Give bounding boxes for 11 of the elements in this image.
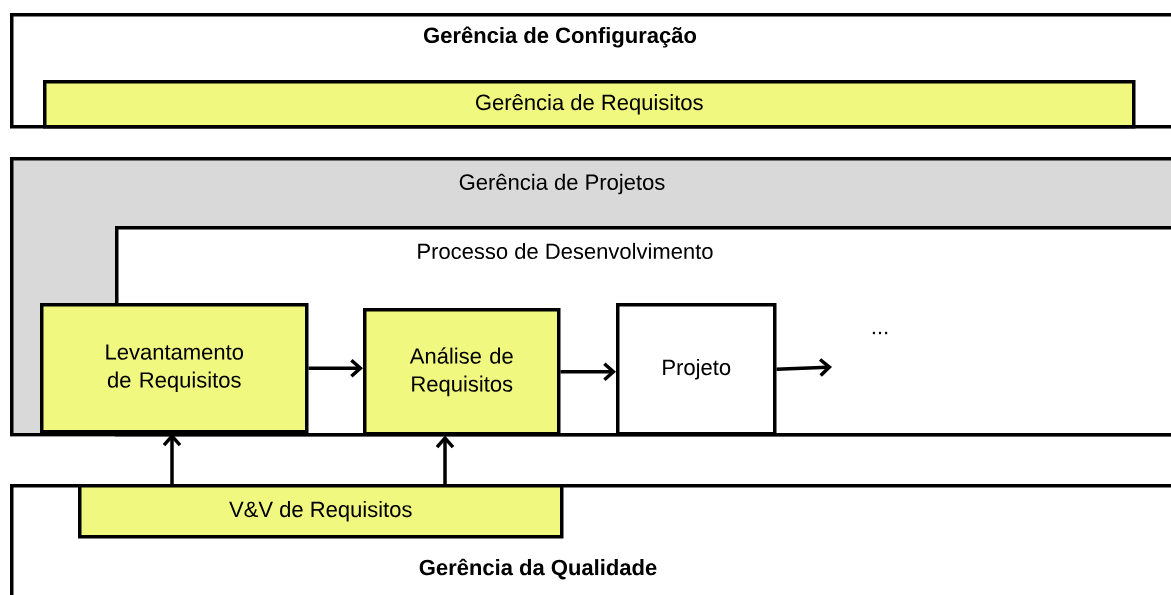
- arrow: [560, 362, 616, 382]
- arrow: [162, 433, 182, 484]
- ellipsis-text: ...: [872, 331, 888, 335]
- arrow: [308, 358, 363, 378]
- process-box: Análise de Requisitos: [363, 308, 561, 436]
- process-box: Levantamento de Requisitos: [40, 303, 309, 434]
- arrow: [435, 435, 455, 484]
- process-box: Projeto: [616, 303, 777, 436]
- band: Gerência de Requisitos: [43, 80, 1136, 129]
- band: V&V de Requisitos: [78, 484, 564, 539]
- arrow: [776, 358, 832, 377]
